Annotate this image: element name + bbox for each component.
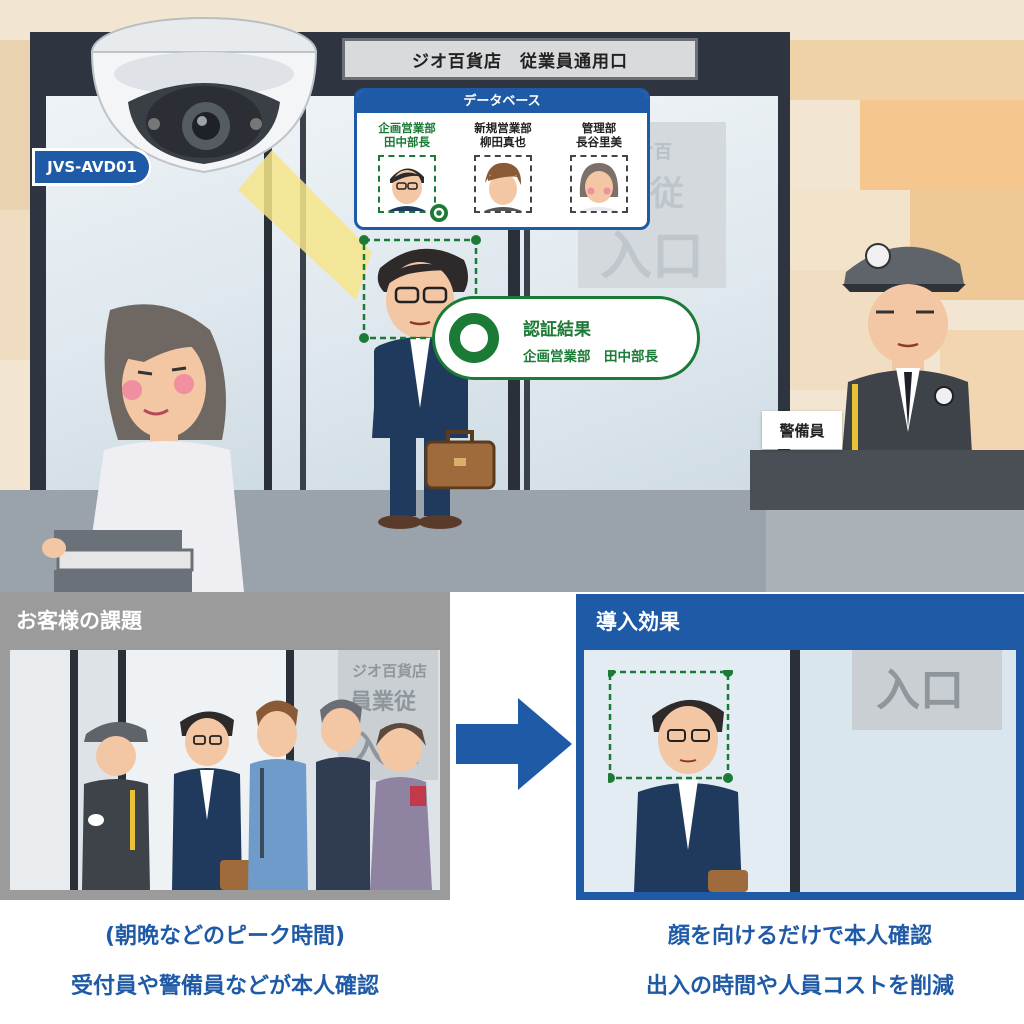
benefit-caption-line1: 顔を向けるだけで本人確認: [667, 924, 932, 949]
db-entry-1: 企画営業部 田中部長: [359, 121, 455, 149]
receptionist-figure: [42, 304, 244, 592]
db-entry-2: 新規営業部 柳田真也: [455, 121, 551, 149]
match-check-icon: [430, 204, 448, 222]
guard-nameplate: 警備員: [762, 411, 842, 449]
guard-counter-front: [766, 510, 1024, 592]
guard-counter-top: [750, 450, 1024, 510]
entrance-scene: ジオ百貨店 従業員通用口 ジオ百 従 入口 JVS-AVD01: [0, 0, 1024, 592]
db-entry-name: 長谷里美: [576, 135, 622, 149]
db-photo-matched: [378, 155, 436, 213]
employee-figure: [608, 670, 748, 892]
db-entry-dept: 企画営業部: [378, 121, 436, 135]
problem-caption-line2: 受付員や警備員などが本人確認: [70, 974, 379, 999]
security-guard-figure: [842, 243, 972, 454]
person-face-icon: [484, 162, 522, 211]
db-entry-dept: 管理部: [581, 121, 617, 135]
dome-camera-icon: [90, 17, 318, 174]
problem-illustration: ジオ百貨店 員業従 入口: [10, 650, 440, 890]
benefit-caption-line2: 出入の時間や人員コストを削減: [645, 974, 954, 999]
ok-circle-icon: [449, 313, 499, 363]
db-photo-2: [474, 155, 532, 213]
database-title: データベース: [357, 91, 647, 113]
poster-line2: 従: [650, 174, 684, 214]
poster-line3: 入口: [600, 227, 705, 287]
briefcase-icon: [424, 430, 496, 490]
problem-panel-title: お客様の課題: [0, 592, 450, 650]
arrow-right-icon: [456, 698, 572, 790]
camera-model-label: JVS-AVD01: [32, 148, 152, 186]
problem-caption-line1: (朝晩などのピーク時間): [104, 924, 346, 949]
entrance-sign: ジオ百貨店 従業員通用口: [342, 38, 698, 80]
db-entry-dept: 新規営業部: [474, 121, 532, 135]
result-title: 認証結果: [523, 320, 591, 340]
authentication-result: 認証結果 企画営業部 田中部長: [432, 296, 700, 380]
db-entry-name: 田中部長: [384, 135, 430, 149]
db-entry-3: 管理部 長谷里美: [551, 121, 647, 149]
benefit-illustration: 入口: [584, 650, 1016, 892]
result-text: 企画営業部 田中部長: [523, 349, 658, 365]
entrance-sign-mirrored: 入口: [852, 650, 1002, 730]
person-face-icon: [388, 168, 426, 211]
queue-of-people: [82, 699, 432, 890]
database-card: データベース 企画営業部 田中部長 新規営業部 柳田真也 管理部 長谷里美: [354, 88, 650, 230]
benefit-panel-title: 導入効果: [596, 610, 680, 634]
person-face-icon: [579, 163, 619, 211]
db-photo-3: [570, 155, 628, 213]
db-entry-name: 柳田真也: [480, 135, 526, 149]
